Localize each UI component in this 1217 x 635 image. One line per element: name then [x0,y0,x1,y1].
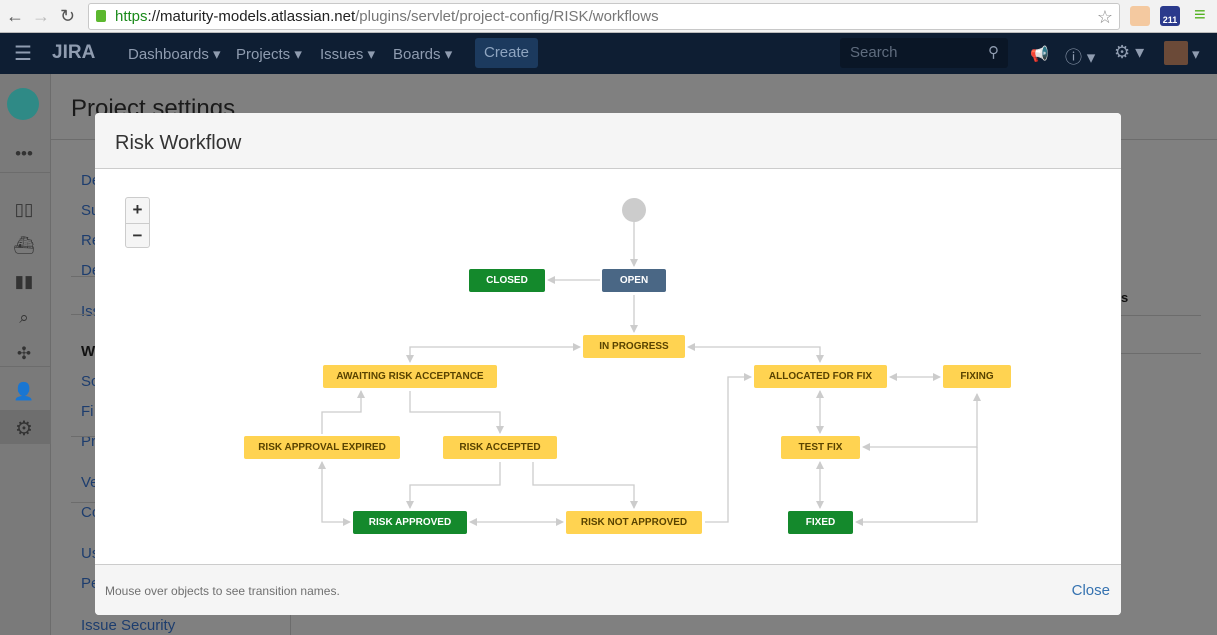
project-sidebar: ••• ▯▯ ⛴ ▮▮ ⌕ ✣ 👤 ⚙ [0,74,51,635]
jira-logo[interactable]: JIRA [52,42,96,63]
active-item-highlight [0,410,51,444]
status-open[interactable]: OPEN [602,269,666,292]
lock-icon [96,10,106,22]
menu-icon[interactable]: ≡ [1194,4,1206,26]
project-avatar[interactable] [7,88,39,120]
hint-text: Mouse over objects to see transition nam… [105,584,340,598]
settings-link[interactable]: Us [81,545,100,562]
status-risk-approval-expired[interactable]: RISK APPROVAL EXPIRED [244,436,400,459]
status-allocated-for-fix[interactable]: ALLOCATED FOR FIX [754,365,887,388]
status-risk-approved[interactable]: RISK APPROVED [353,511,467,534]
status-risk-not-approved[interactable]: RISK NOT APPROVED [566,511,702,534]
background-heading-fragment: s [1121,290,1129,305]
nav-issues[interactable]: Issues ▾ [320,46,376,63]
status-risk-accepted[interactable]: RISK ACCEPTED [443,436,557,459]
close-button[interactable]: Close [1071,582,1110,599]
status-fixing[interactable]: FIXING [943,365,1011,388]
nav-projects[interactable]: Projects ▾ [236,46,302,63]
announcement-icon[interactable]: 📢 [1030,46,1049,63]
app-switcher-icon[interactable]: ☰ [14,43,32,65]
settings-link[interactable]: Issue Security [81,617,176,634]
bookmark-star-icon[interactable]: ☆ [1096,7,1113,27]
add-user-icon[interactable]: 👤 [13,382,35,401]
status-fixed[interactable]: FIXED [788,511,853,534]
settings-link[interactable]: Fi [81,403,94,420]
extension-face-icon[interactable] [1130,6,1150,26]
status-awaiting-risk-acceptance[interactable]: AWAITING RISK ACCEPTANCE [323,365,497,388]
back-icon[interactable]: ← [6,6,24,26]
settings-link[interactable]: Sc [81,373,99,390]
create-button[interactable]: Create [475,38,538,68]
url-path: /plugins/servlet/project-config/RISK/wor… [355,8,659,25]
extension-badge-icon[interactable]: 211 [1160,6,1180,26]
settings-link[interactable]: Su [81,202,100,219]
settings-link[interactable]: Pr [81,433,96,450]
help-icon[interactable]: ⓘ ▾ [1065,48,1096,67]
search-icon[interactable]: ⚲ [988,44,999,61]
project-settings-gear-icon[interactable]: ⚙ [15,418,33,440]
dialog-footer: Mouse over objects to see transition nam… [95,564,1121,615]
zoom-in-button[interactable]: + [132,200,143,219]
settings-gear-icon[interactable]: ⚙ ▾ [1114,42,1145,62]
browser-toolbar: ← → ↻ https://maturity-models.atlassian.… [0,0,1217,33]
more-icon[interactable]: ••• [15,144,33,163]
user-avatar[interactable] [1164,41,1188,65]
releases-ship-icon[interactable]: ⛴ [13,236,35,255]
issues-search-icon[interactable]: ⌕ [19,308,29,327]
status-in-progress[interactable]: IN PROGRESS [583,335,685,358]
status-test-fix[interactable]: TEST FIX [781,436,860,459]
nav-dashboards[interactable]: Dashboards ▾ [128,46,221,63]
settings-link[interactable]: Ve [81,474,99,491]
avatar-chevron-icon[interactable]: ▾ [1192,46,1200,63]
zoom-out-button[interactable]: − [126,223,149,248]
url-scheme: https [115,8,148,25]
settings-link-active[interactable]: W [81,343,96,360]
nav-boards[interactable]: Boards ▾ [393,46,453,63]
address-bar[interactable]: https://maturity-models.atlassian.net/pl… [88,3,1120,30]
jira-header: ☰ JIRA Dashboards ▾ Projects ▾ Issues ▾ … [0,33,1217,74]
reload-icon[interactable]: ↻ [60,6,76,26]
reports-icon[interactable]: ▮▮ [14,272,34,291]
dialog-title: Risk Workflow [95,113,1121,169]
url-host: ://maturity-models.atlassian.net [147,8,356,25]
search-input[interactable]: Search [840,38,1008,68]
workflow-dialog: Risk Workflow + − Mouse over objects to … [95,113,1121,615]
board-icon[interactable]: ▯▯ [14,200,34,219]
zoom-controls: + − [125,197,150,248]
status-closed[interactable]: CLOSED [469,269,545,292]
forward-icon[interactable]: → [32,6,50,26]
addons-puzzle-icon[interactable]: ✣ [16,344,32,363]
settings-link[interactable]: Pe [81,575,100,592]
